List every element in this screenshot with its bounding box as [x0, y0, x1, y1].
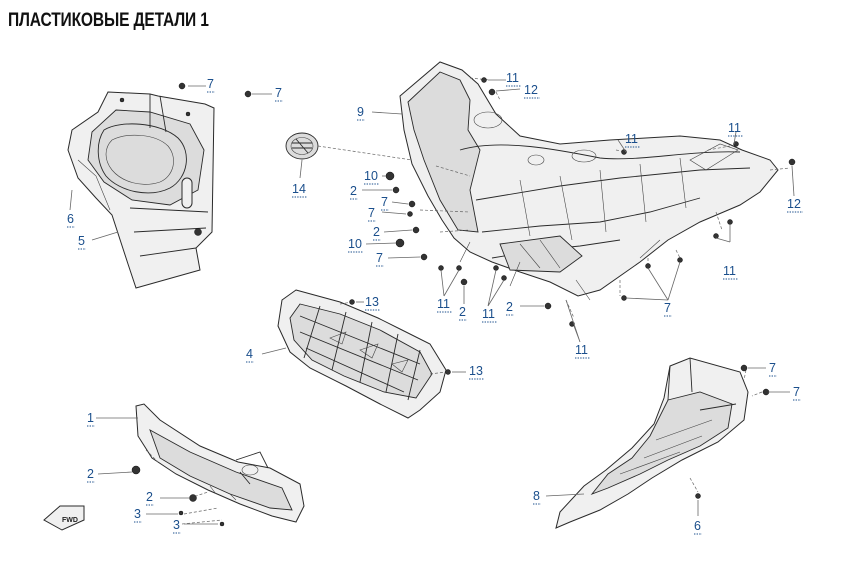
emblem-part: [285, 132, 413, 161]
callout-label: 7: [207, 77, 214, 91]
callout-label: 12: [787, 197, 801, 211]
frame-fasteners: [178, 77, 796, 327]
side-lower-panel-part: [555, 357, 770, 529]
callout-label: 2: [146, 490, 153, 504]
callout-label: 3: [134, 507, 141, 521]
callout-label: 6: [694, 519, 701, 533]
callout-label: 2: [87, 467, 94, 481]
callout-label: 2: [350, 184, 357, 198]
fwd-direction-arrow: FWD: [43, 505, 85, 531]
callout-label: 12: [524, 83, 538, 97]
callout-label: 9: [357, 105, 364, 119]
callout-label: 5: [78, 234, 85, 248]
callout-label: 1: [87, 411, 94, 425]
lower-skid-panel-part: [131, 403, 305, 527]
callout-label: 14: [292, 182, 306, 196]
callout-label: 7: [769, 361, 776, 375]
page-title: ПЛАСТИКОВЫЕ ДЕТАЛИ 1: [8, 10, 209, 31]
fwd-badge-text: FWD: [62, 517, 78, 524]
callout-label: 2: [459, 305, 466, 319]
callout-label: 11: [506, 71, 519, 85]
front-grille-part: [277, 289, 451, 419]
callout-label: 11: [482, 307, 495, 321]
callout-label: 7: [793, 385, 800, 399]
callout-label: 3: [173, 518, 180, 532]
callout-labels: 7 7 6 5 14 9 11 12 11 11 12 10 2 7 7 2 1…: [67, 71, 803, 535]
callout-leaders: [69, 79, 795, 525]
callout-label: 11: [728, 121, 741, 135]
callout-label: 6: [67, 212, 74, 226]
callout-label: 11: [723, 264, 736, 278]
callout-label: 7: [368, 206, 375, 220]
callout-label: 7: [275, 86, 282, 100]
side-panel-part: [67, 91, 215, 289]
callout-label: 7: [664, 301, 671, 315]
callout-label: 4: [246, 347, 253, 361]
callout-label: 7: [376, 251, 383, 265]
callout-labels-extra: 11: [575, 343, 590, 359]
callout-label: 11: [625, 132, 638, 146]
callout-label: 2: [506, 300, 513, 314]
callout-label: 8: [533, 489, 540, 503]
front-frame-panel-part: [399, 61, 791, 319]
callout-label: 10: [348, 237, 362, 251]
callout-label: 11: [437, 297, 450, 311]
callout-label: 2: [373, 225, 380, 239]
callout-label: 13: [469, 364, 483, 378]
callout-label: 7: [381, 195, 388, 209]
callout-label: 13: [365, 295, 379, 309]
callout-label: 11: [575, 343, 588, 357]
callout-label: 10: [364, 169, 378, 183]
